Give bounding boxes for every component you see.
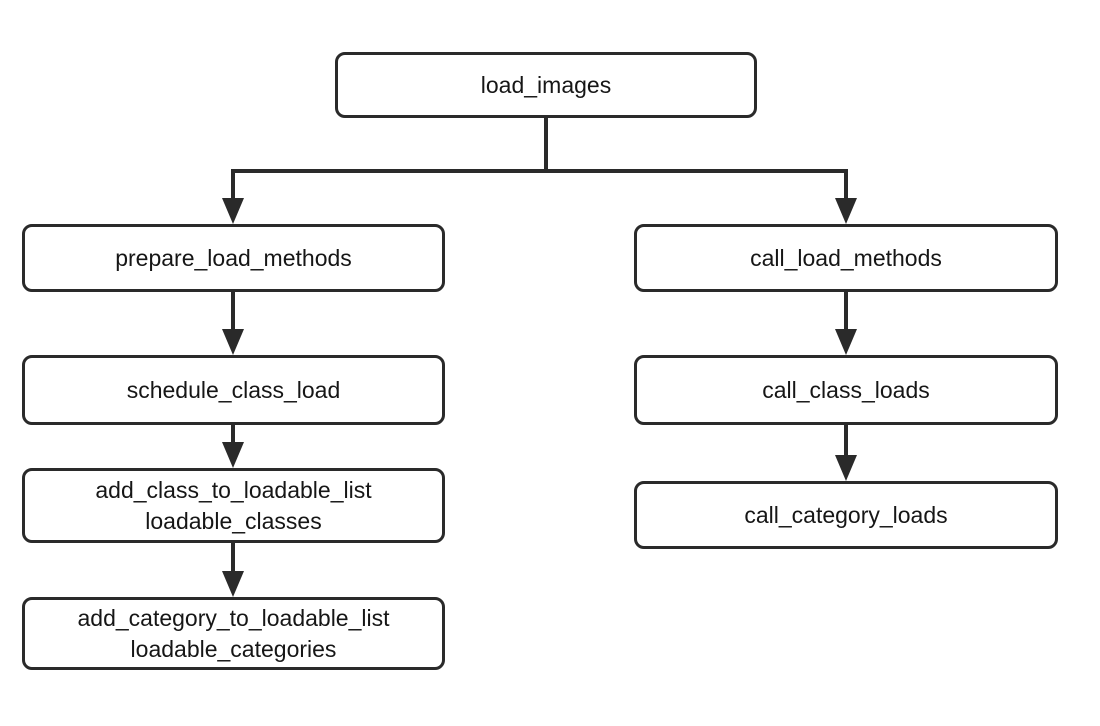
node-label: call_class_loads [762, 376, 930, 403]
edge-to-prepare-load-methods [231, 169, 235, 200]
node-schedule-class-load: schedule_class_load [22, 355, 445, 425]
node-load-images: load_images [335, 52, 757, 118]
node-add-category-to-loadable-list: add_category_to_loadable_list loadable_c… [22, 597, 445, 670]
edge-to-add-class-to-loadable-list [231, 425, 235, 445]
arrowhead-icon [835, 329, 857, 355]
arrowhead-icon [222, 329, 244, 355]
node-call-category-loads: call_category_loads [634, 481, 1058, 549]
node-label: load_images [480, 71, 612, 98]
arrowhead-icon [835, 455, 857, 481]
node-add-class-to-loadable-list: add_class_to_loadable_list loadable_clas… [22, 468, 445, 543]
node-label: add_class_to_loadable_list [95, 476, 372, 503]
node-call-load-methods: call_load_methods [634, 224, 1058, 292]
node-prepare-load-methods: prepare_load_methods [22, 224, 445, 292]
node-label: add_category_to_loadable_list [77, 604, 390, 631]
node-label: loadable_categories [130, 635, 337, 662]
node-label: call_load_methods [750, 244, 942, 271]
node-label: loadable_classes [145, 507, 322, 534]
edge-to-call-load-methods [844, 169, 848, 200]
node-label: call_category_loads [744, 501, 948, 528]
edge-to-call-class-loads [844, 292, 848, 332]
edge-to-call-category-loads [844, 425, 848, 457]
node-label: schedule_class_load [126, 376, 341, 403]
arrowhead-icon [222, 198, 244, 224]
edge-to-add-category-to-loadable-list [231, 543, 235, 573]
arrowhead-icon [835, 198, 857, 224]
edge-to-schedule-class-load [231, 292, 235, 332]
arrowhead-icon [222, 442, 244, 468]
node-call-class-loads: call_class_loads [634, 355, 1058, 425]
edge-trunk-load-images [544, 118, 548, 171]
edge-branch-bar [231, 169, 848, 173]
arrowhead-icon [222, 571, 244, 597]
node-label: prepare_load_methods [115, 244, 352, 271]
